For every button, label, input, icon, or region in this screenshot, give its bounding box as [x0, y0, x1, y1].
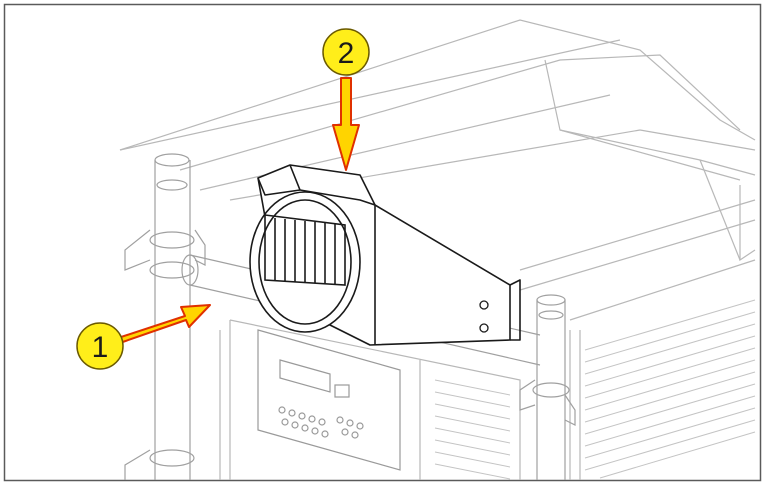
callout-2-circle [322, 28, 370, 76]
callout-1-circle [76, 322, 124, 370]
front-vents [434, 379, 511, 480]
callout-1-label: 1 [92, 331, 109, 364]
callout-1: 1 [76, 322, 124, 370]
callout-2: 2 [322, 28, 370, 76]
projector-body [119, 19, 756, 480]
bracket-screws [479, 300, 489, 333]
callout-1-arrow [111, 304, 211, 346]
right-clamp-pipe [519, 294, 576, 480]
callout-2-label: 2 [338, 37, 355, 70]
lens-ring [249, 191, 361, 333]
control-panel [257, 329, 401, 471]
diagram-border [3, 3, 762, 482]
callout-2-arrow [332, 77, 360, 171]
side-vents [584, 299, 756, 479]
